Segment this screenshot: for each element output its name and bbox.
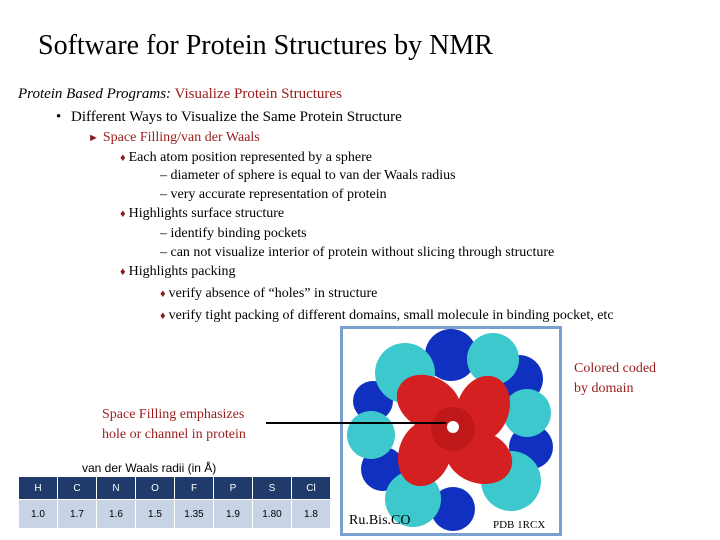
protein-structure-image: Ru.Bis.CO PDB 1RCX bbox=[340, 326, 562, 536]
item-b1: – identify binding pockets bbox=[160, 226, 307, 241]
item-a: ♦Each atom position represented by a sph… bbox=[120, 150, 372, 165]
table-header-cell: F bbox=[174, 476, 214, 500]
level1-bullet: • Different Ways to Visualize the Same P… bbox=[56, 109, 402, 126]
table-cell: 1.8 bbox=[291, 499, 331, 529]
diamond-bullet-icon: ♦ bbox=[120, 152, 126, 164]
item-b: ♦Highlights surface structure bbox=[120, 206, 285, 221]
colored-caption: Colored coded by domain bbox=[574, 361, 657, 396]
table-cell: 1.35 bbox=[174, 499, 214, 529]
subtitle: Protein Based Programs: Visualize Protei… bbox=[18, 86, 342, 103]
level2-text: Space Filling/van der Waals bbox=[102, 130, 260, 145]
diamond-bullet-icon: ♦ bbox=[160, 288, 166, 300]
table-header-cell: H bbox=[18, 476, 58, 500]
item-a2: – very accurate representation of protei… bbox=[160, 187, 387, 202]
space-filling-caption: Space Filling emphasizes hole or channel… bbox=[102, 407, 246, 442]
table-row: 1.0 1.7 1.6 1.5 1.35 1.9 1.80 1.8 bbox=[18, 499, 331, 529]
table-header-cell: N bbox=[96, 476, 136, 500]
item-c2: ♦verify tight packing of different domai… bbox=[160, 308, 614, 323]
diamond-bullet-icon: ♦ bbox=[160, 310, 166, 322]
table-cell: 1.80 bbox=[252, 499, 292, 529]
bullet-dot-icon: • bbox=[56, 109, 62, 125]
item-b2: – can not visualize interior of protein … bbox=[160, 245, 555, 260]
vdw-radii-table: H C N O F P S Cl 1.0 1.7 1.6 1.5 1.35 1.… bbox=[18, 476, 331, 529]
rubisco-label: Ru.Bis.CO bbox=[349, 513, 411, 528]
item-c1: ♦verify absence of “holes” in structure bbox=[160, 286, 378, 301]
diamond-bullet-icon: ♦ bbox=[120, 266, 126, 278]
table-cell: 1.7 bbox=[57, 499, 97, 529]
table-cell: 1.5 bbox=[135, 499, 175, 529]
slide-title: Software for Protein Structures by NMR bbox=[38, 30, 493, 61]
diamond-bullet-icon: ♦ bbox=[120, 208, 126, 220]
rubisco-molecule-icon bbox=[343, 329, 559, 533]
table-header-row: H C N O F P S Cl bbox=[18, 476, 331, 500]
level2-bullet: ►Space Filling/van der Waals bbox=[88, 130, 260, 146]
table-header-cell: P bbox=[213, 476, 253, 500]
table-cell: 1.0 bbox=[18, 499, 58, 529]
level1-text: Different Ways to Visualize the Same Pro… bbox=[71, 109, 402, 125]
table-cell: 1.9 bbox=[213, 499, 253, 529]
triangle-bullet-icon: ► bbox=[88, 132, 99, 144]
pointer-line bbox=[266, 422, 446, 424]
table-header-cell: S bbox=[252, 476, 292, 500]
table-header-cell: O bbox=[135, 476, 175, 500]
item-a1: – diameter of sphere is equal to van der… bbox=[160, 168, 456, 183]
subtitle-text: Visualize Protein Structures bbox=[174, 86, 342, 102]
pdb-label: PDB 1RCX bbox=[493, 519, 546, 531]
table-header-cell: C bbox=[57, 476, 97, 500]
table-header-cell: Cl bbox=[291, 476, 331, 500]
subtitle-label: Protein Based Programs: bbox=[18, 86, 172, 102]
vdw-table-title: van der Waals radii (in Å) bbox=[82, 461, 217, 475]
item-c: ♦Highlights packing bbox=[120, 264, 236, 279]
table-cell: 1.6 bbox=[96, 499, 136, 529]
